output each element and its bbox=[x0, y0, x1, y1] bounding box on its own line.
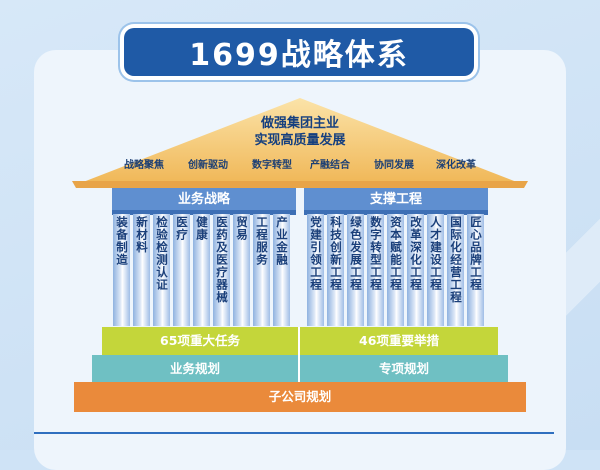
pillar-left-1 bbox=[113, 214, 130, 326]
beam-right-base bbox=[304, 210, 488, 215]
pillar-right-7 bbox=[427, 214, 444, 326]
page-title: 1699战略体系 bbox=[124, 28, 474, 76]
beam-left-base bbox=[112, 210, 296, 215]
roof-tag-5: 协同发展 bbox=[374, 160, 414, 171]
pillar-right-8 bbox=[447, 214, 464, 326]
pillar-left-2 bbox=[133, 214, 150, 326]
pillar-left-4-label: 医疗 bbox=[175, 216, 189, 241]
roof-graphic bbox=[72, 98, 528, 412]
pillar-right-1-label: 党建引领工程 bbox=[309, 216, 323, 291]
tier3-bar bbox=[74, 382, 526, 412]
roof-triangle bbox=[78, 98, 522, 184]
pillar-left-7-label: 贸易 bbox=[235, 216, 249, 241]
roof-tag-3: 数字转型 bbox=[252, 160, 292, 171]
pillar-right-5 bbox=[387, 214, 404, 326]
pillar-left-9 bbox=[273, 214, 290, 326]
tier1-left-label: 65项重大任务 bbox=[160, 333, 240, 348]
divider-line bbox=[34, 432, 554, 434]
pillar-left-3-label: 检验检测认证 bbox=[155, 216, 169, 291]
roof-eave bbox=[72, 181, 528, 188]
pillar-left-8 bbox=[253, 214, 270, 326]
beam-left bbox=[112, 188, 296, 212]
tier2-left-label: 业务规划 bbox=[169, 361, 220, 376]
pillar-left-7 bbox=[233, 214, 250, 326]
pillar-right-2-label: 科技创新工程 bbox=[329, 216, 343, 291]
pillar-right-9 bbox=[467, 214, 484, 326]
roof-tag-2: 创新驱动 bbox=[188, 160, 228, 171]
pillar-left-4 bbox=[173, 214, 190, 326]
pillar-left-9-label: 产业金融 bbox=[275, 216, 289, 266]
beam-right bbox=[304, 188, 488, 212]
pillar-right-5-label: 资本赋能工程 bbox=[389, 216, 403, 291]
pillar-right-6-label: 改革深化工程 bbox=[409, 216, 423, 291]
pillar-right-3 bbox=[347, 214, 364, 326]
roof-tag-6: 深化改革 bbox=[436, 160, 476, 171]
pillar-left-2-label: 新材料 bbox=[135, 216, 149, 254]
pillar-right-7-label: 人才建设工程 bbox=[429, 216, 443, 291]
tier3-label: 子公司规划 bbox=[268, 389, 332, 404]
tier1-right-label: 46项重要举措 bbox=[359, 333, 439, 348]
beam-right-label: 支撑工程 bbox=[369, 192, 422, 207]
pillar-right-3-label: 绿色发展工程 bbox=[349, 216, 363, 291]
tier2-right-label: 专项规划 bbox=[378, 361, 429, 376]
pillar-right-6 bbox=[407, 214, 424, 326]
roof-tag-1: 战略聚焦 bbox=[124, 160, 164, 171]
pillar-right-1 bbox=[307, 214, 324, 326]
tier2-divider bbox=[298, 355, 300, 382]
pillar-left-1-label: 装备制造 bbox=[115, 216, 129, 266]
pillar-left-3 bbox=[153, 214, 170, 326]
pillar-left-6 bbox=[213, 214, 230, 326]
pillar-right-8-label: 国际化经营工程 bbox=[449, 216, 463, 304]
roof-line2: 实现高质量发展 bbox=[254, 133, 346, 148]
pillar-right-2 bbox=[327, 214, 344, 326]
pillar-left-6-label: 医药及医疗器械 bbox=[215, 216, 229, 304]
roof-line1: 做强集团主业 bbox=[260, 116, 339, 131]
pillar-right-4-label: 数字转型工程 bbox=[369, 216, 383, 291]
pillar-right-9-label: 匠心品牌工程 bbox=[469, 216, 483, 291]
beam-left-label: 业务战略 bbox=[177, 192, 230, 207]
tier1-divider bbox=[298, 327, 300, 355]
pillar-left-5-label: 健康 bbox=[195, 216, 209, 241]
pillar-left-5 bbox=[193, 214, 210, 326]
pillar-right-4 bbox=[367, 214, 384, 326]
pillar-left-8-label: 工程服务 bbox=[255, 216, 269, 266]
roof-tag-4: 产融结合 bbox=[310, 160, 350, 171]
